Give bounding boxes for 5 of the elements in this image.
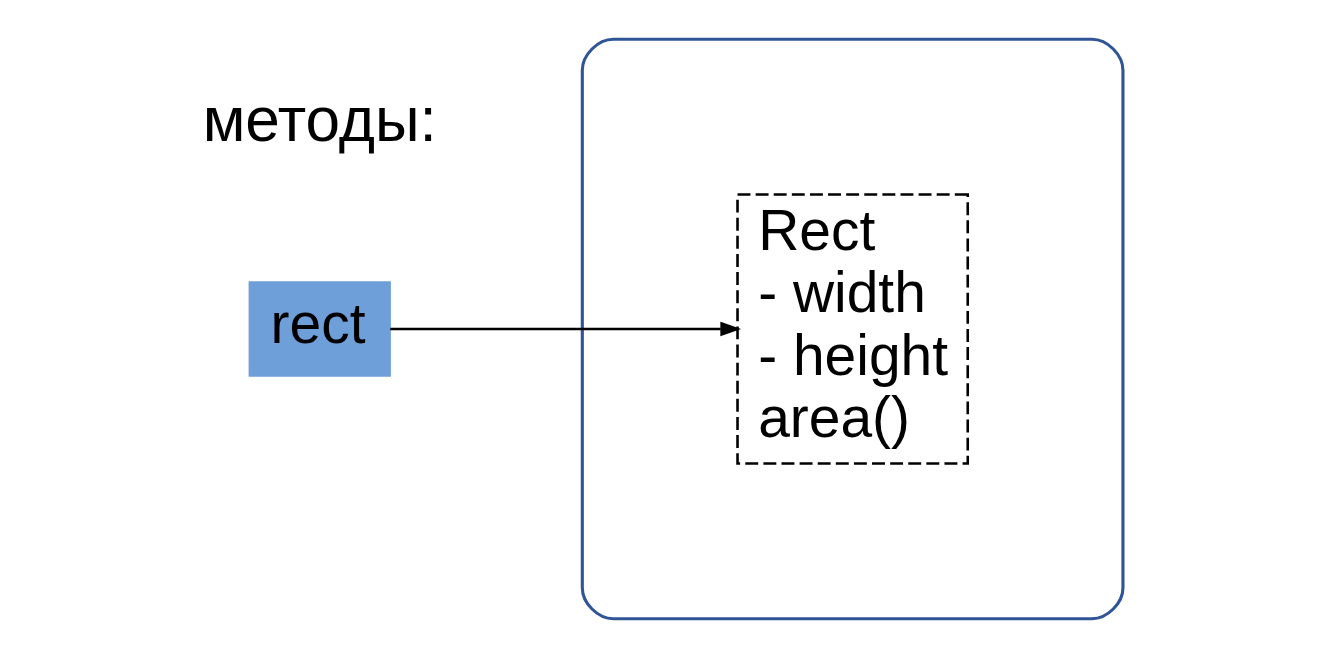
- cluster: [580, 37, 1124, 621]
- node-box: rect: [248, 281, 391, 377]
- arrow: [389, 321, 741, 337]
- node-box: Rect - width - height area(): [735, 193, 969, 465]
- label: методы:: [202, 84, 437, 154]
